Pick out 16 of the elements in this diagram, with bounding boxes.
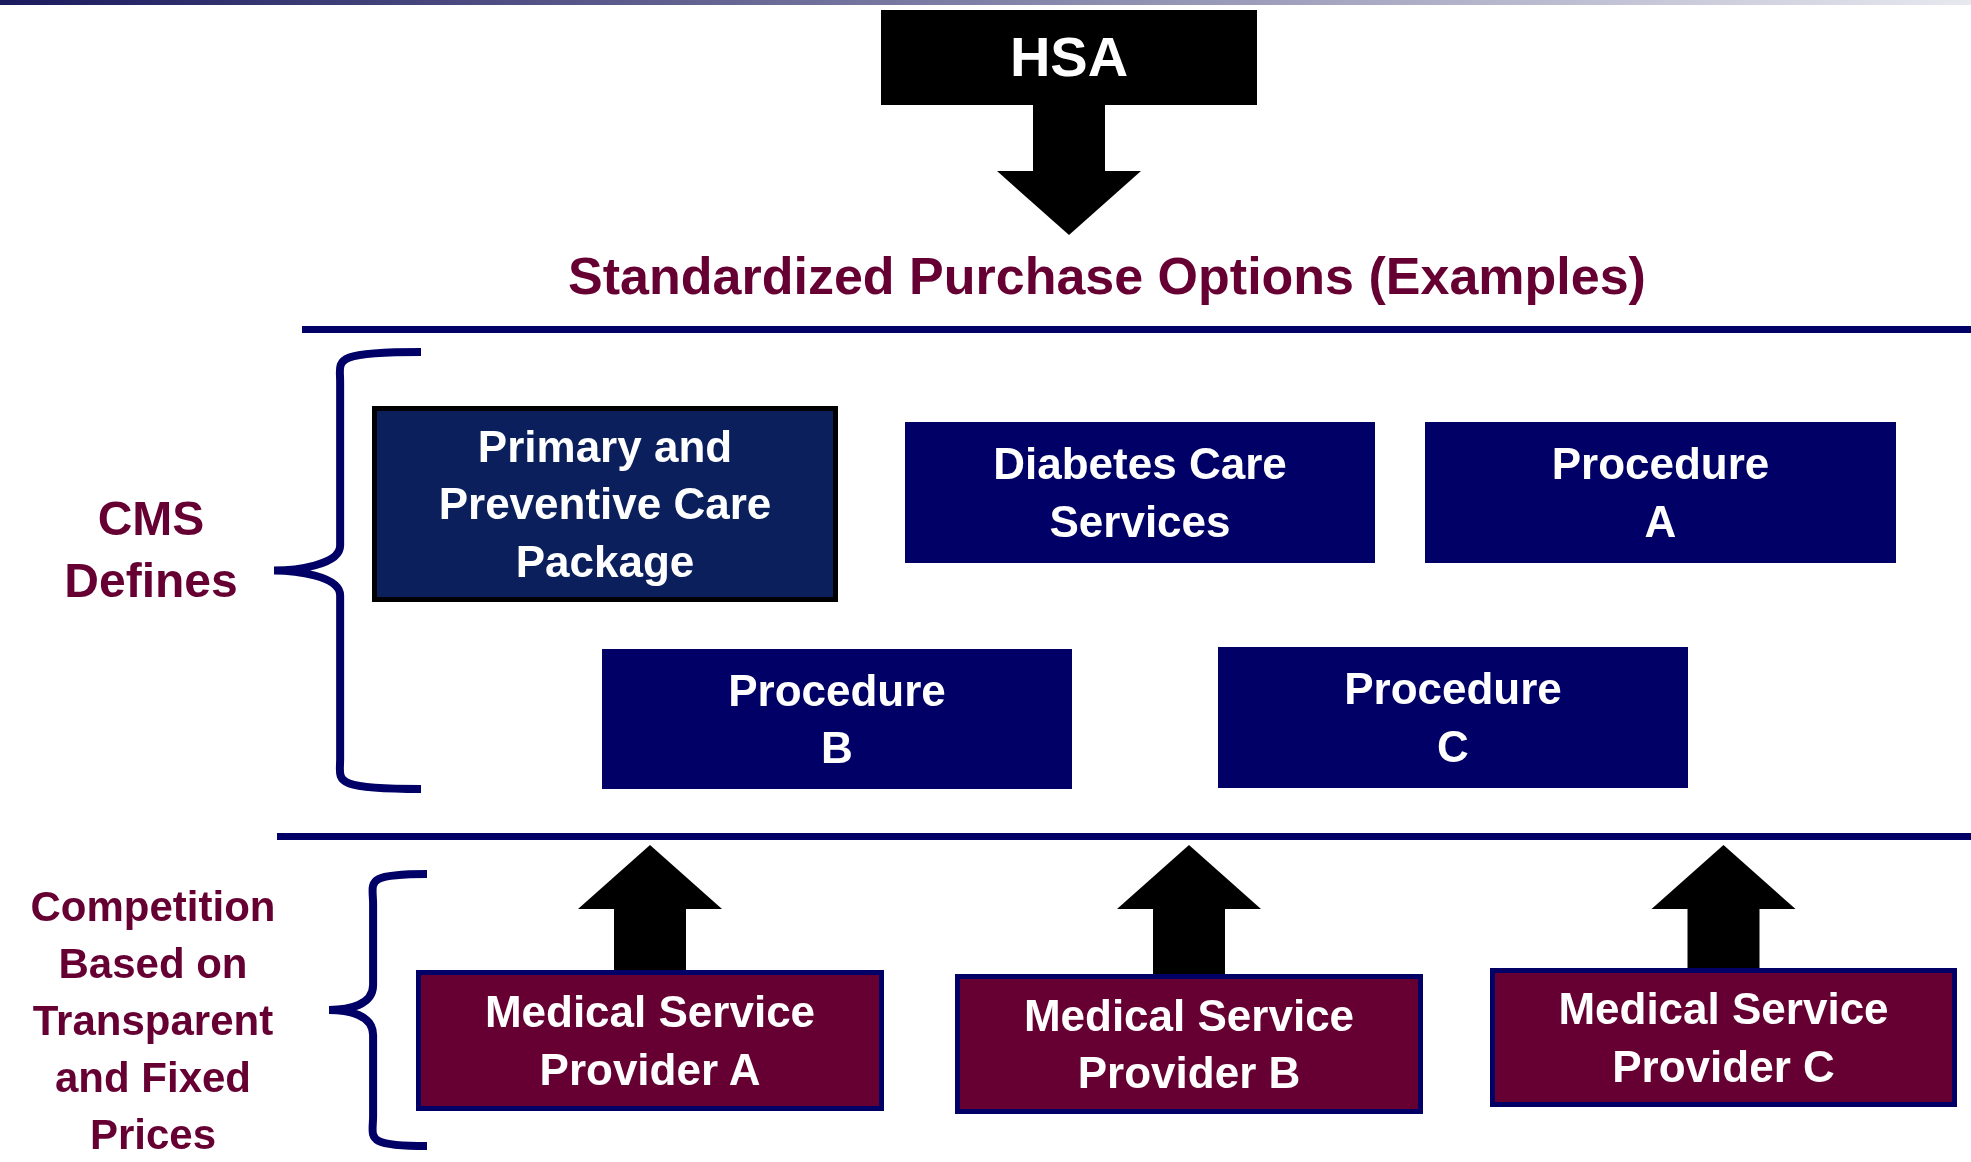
section-heading: Standardized Purchase Options (Examples) xyxy=(567,246,1647,307)
package-box: Primary and Preventive Care Package xyxy=(372,406,838,602)
provider-box: Medical Service Provider A xyxy=(416,970,884,1111)
provider-box: Medical Service Provider B xyxy=(955,974,1423,1114)
block-arrow xyxy=(997,105,1141,235)
block-arrow xyxy=(1117,845,1261,974)
option-box: Procedure B xyxy=(602,649,1072,789)
block-arrow xyxy=(1651,845,1796,968)
title-box: HSA xyxy=(881,10,1257,105)
option-box: Diabetes Care Services xyxy=(905,422,1375,563)
provider-box: Medical Service Provider C xyxy=(1490,968,1957,1107)
side-label: Competition Based on Transparent and Fixed Prices xyxy=(29,882,277,1160)
option-box: Procedure C xyxy=(1218,647,1688,788)
side-label: CMS Defines xyxy=(63,491,239,609)
block-arrow xyxy=(578,845,722,970)
option-box: Procedure A xyxy=(1425,422,1896,563)
